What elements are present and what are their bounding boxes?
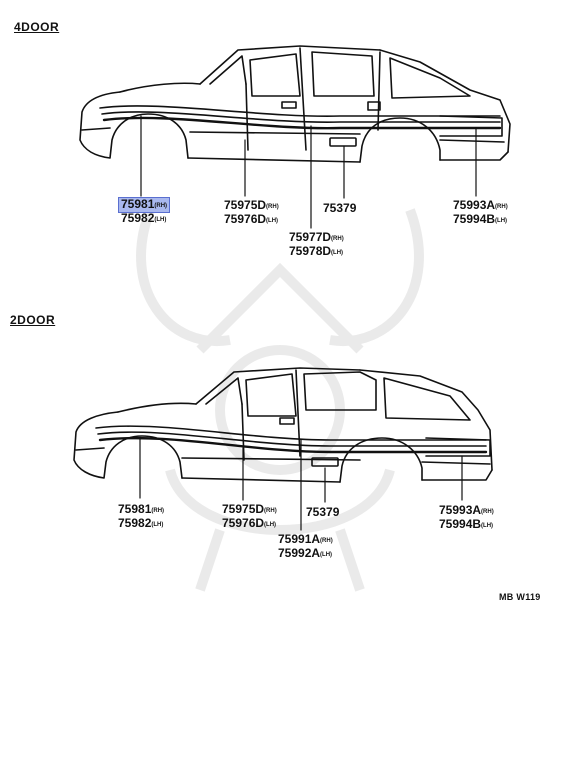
callout-4door-emblem[interactable]: 75379: [323, 201, 357, 215]
samurai-helmet-watermark-icon: [136, 208, 424, 592]
four-door-leaders: [140, 115, 477, 229]
callout-4door-front-fender[interactable]: 75981(RH) 75982(LH): [117, 197, 171, 225]
callout-4door-front-door[interactable]: 75975D(RH) 75976D(LH): [224, 198, 279, 226]
callout-2door-quarter[interactable]: 75993A(RH) 75994B(LH): [439, 503, 494, 531]
callout-2door-emblem[interactable]: 75379: [306, 505, 340, 519]
callout-4door-rear-door[interactable]: 75977D(RH) 75978D(LH): [289, 230, 344, 258]
two-door-leaders: [139, 437, 463, 531]
callout-2door-door[interactable]: 75975D(RH) 75976D(LH): [222, 502, 277, 530]
section-title-2door: 2DOOR: [10, 313, 56, 327]
two-door-vehicle: [73, 367, 493, 483]
callout-4door-quarter[interactable]: 75993A(RH) 75994B(LH): [453, 198, 508, 226]
section-title-4door: 4DOOR: [14, 20, 60, 34]
diagram-code: MB W119: [499, 592, 541, 602]
highlighted-part-75981[interactable]: 75981(RH): [117, 197, 171, 213]
four-door-vehicle: [79, 45, 511, 163]
callout-2door-front-fender[interactable]: 75981(RH) 75982(LH): [118, 502, 165, 530]
callout-2door-rocker[interactable]: 75991A(RH) 75992A(LH): [278, 532, 333, 560]
